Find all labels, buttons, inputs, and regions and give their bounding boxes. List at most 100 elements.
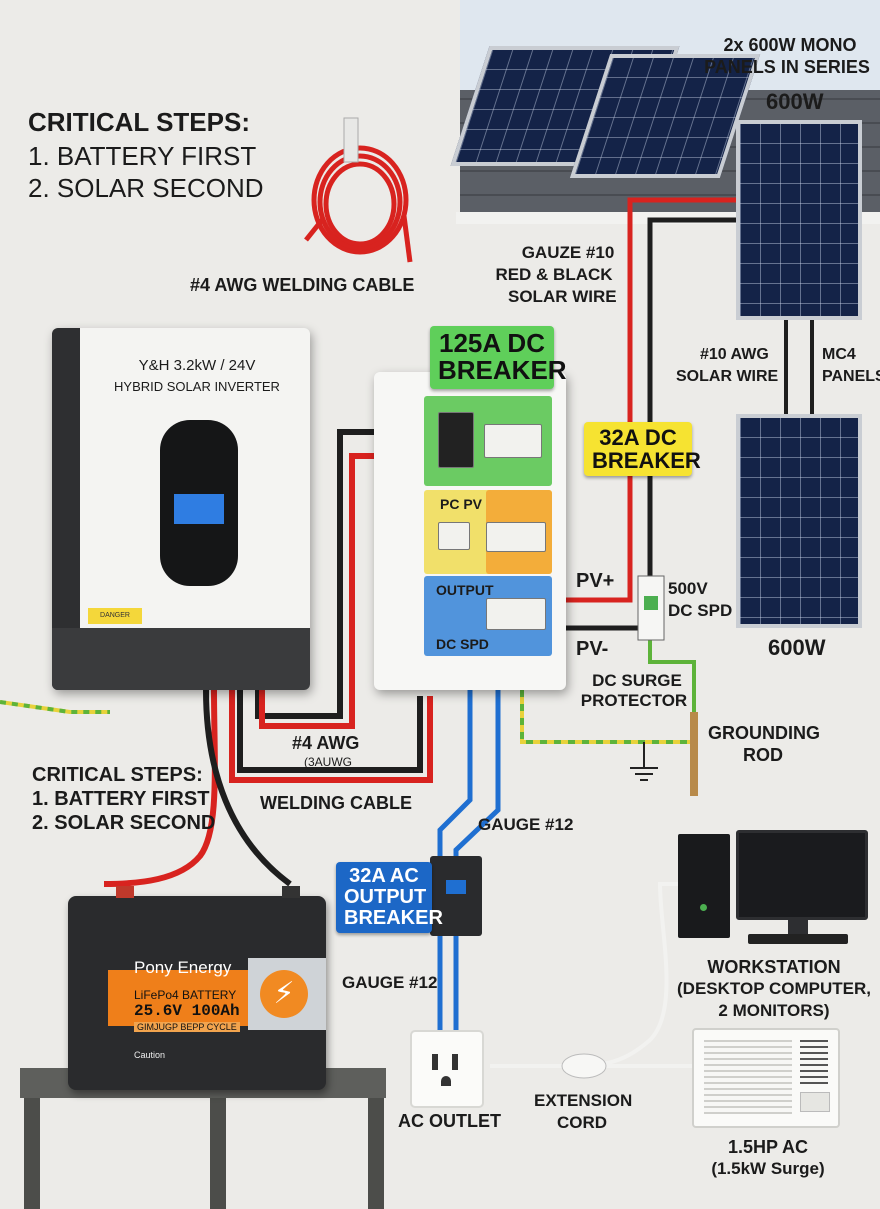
pv-plus-label: PV+ xyxy=(576,570,615,592)
gauge12-label-top: GAUGE #12 xyxy=(478,815,574,834)
pv-breaker-bank[interactable] xyxy=(486,522,546,552)
spd-ground-wire xyxy=(648,640,696,718)
inverter-lcd xyxy=(174,494,224,524)
awg10-label-1: #10 AWG xyxy=(700,346,769,363)
critical-step1-bottom: 1. BATTERY FIRST xyxy=(32,788,210,810)
inverter-subtitle: HYBRID SOLAR INVERTER xyxy=(114,379,280,394)
battery-black-cable xyxy=(237,690,423,773)
battery-brand: Pony Energy xyxy=(134,958,232,977)
solar-panel-bottom xyxy=(736,414,862,628)
battery-negative-terminal xyxy=(282,886,300,898)
pv-breaker[interactable] xyxy=(438,522,470,550)
inverter-combiner-black xyxy=(255,429,384,719)
battery-red-lead xyxy=(103,689,218,887)
gauze-label-1: GAUZE #10 xyxy=(521,243,615,262)
gauze-label-2: RED & BLACK xyxy=(495,265,613,284)
breaker-32a-ac-tag: 32A AC OUTPUT BREAKER xyxy=(336,862,443,933)
grounding-label-1: GROUNDING xyxy=(708,723,820,743)
inverter-ground-wire-stripe xyxy=(0,700,110,714)
ground-symbol xyxy=(630,742,658,781)
breaker-125a-tag: 125A DC BREAKER xyxy=(430,326,567,389)
outlet-slot-left xyxy=(432,1054,438,1070)
battery-bolt-icon: ⚡ xyxy=(260,970,308,1018)
battery-stand-leg-right xyxy=(368,1098,384,1209)
main-dc-breaker-switch[interactable] xyxy=(438,412,474,468)
panels-heading-2: PANELS IN SERIES xyxy=(704,57,870,77)
battery-code: GIMJUGP BEPP CYCLE xyxy=(134,1022,240,1032)
breaker-32a-dc-tag: 32A DC BREAKER xyxy=(584,422,701,477)
critical-step2-top: 2. SOLAR SECOND xyxy=(28,173,264,203)
ac-unit-label-2: (1.5kW Surge) xyxy=(711,1159,825,1178)
ac-output-breaker-body xyxy=(430,856,482,936)
panels-heading-1: 2x 600W MONO xyxy=(723,35,857,55)
workstation-label-1: WORKSTATION xyxy=(707,957,841,977)
combiner-box: PC PV OUTPUT DC SPD xyxy=(374,372,566,690)
battery-red-cable xyxy=(229,690,433,783)
usb-hub xyxy=(561,1053,607,1079)
battery-spec: 25.6V 100Ah xyxy=(134,1002,240,1020)
pv-red-wire xyxy=(566,197,700,603)
breaker-125a-line2: BREAKER xyxy=(438,355,567,386)
battery-stand-leg-mid xyxy=(210,1098,226,1209)
pv-black-wire xyxy=(647,217,720,578)
extension-label-1: EXTENSION xyxy=(534,1091,633,1110)
extension-cord xyxy=(490,882,680,1068)
solar-panel-top xyxy=(736,120,862,320)
gauge12-label-bottom: GAUGE #12 xyxy=(342,973,438,992)
awg4-label-1: #4 AWG xyxy=(292,733,360,753)
ac-unit-label-1: 1.5HP AC xyxy=(727,1137,809,1157)
ground-wire-stripe xyxy=(520,690,696,744)
mc4-label-2: PANELS xyxy=(822,368,880,385)
lifepo4-battery: Pony Energy LiFePo4 BATTERY 25.6V 100Ah … xyxy=(68,886,326,1090)
breaker-125a-line1: 125A DC xyxy=(439,328,545,358)
cable-hook xyxy=(343,117,359,163)
ac-output-breaker-window xyxy=(446,880,466,894)
grounding-rod xyxy=(690,712,698,796)
battery-positive-terminal xyxy=(116,886,134,898)
keyboard xyxy=(748,934,848,944)
surge-label-2: PROTECTOR xyxy=(580,691,688,710)
dc-breaker-bank[interactable] xyxy=(484,424,542,458)
panel-top-watt: 600W xyxy=(766,89,824,114)
critical-steps-title-top: CRITICAL STEPS: xyxy=(28,107,250,137)
awg4-label-3: WELDING CABLE xyxy=(260,793,412,813)
extension-label-2: CORD xyxy=(556,1113,608,1132)
inverter-warning-label: DANGER xyxy=(88,608,142,624)
zone-output-label: OUTPUT xyxy=(436,582,494,598)
surge-label-1: DC SURGE xyxy=(592,671,682,690)
gauze-label-3: SOLAR WIRE xyxy=(508,287,617,306)
breaker-32a-ac-line3: BREAKER xyxy=(344,907,443,929)
spd-label-1: 500V xyxy=(668,579,708,598)
battery-caution: Caution xyxy=(134,1050,166,1060)
ac-outlet[interactable] xyxy=(410,1030,484,1108)
battery-stand-leg-left xyxy=(24,1098,40,1209)
grounding-label-2: ROD xyxy=(743,745,783,765)
awg4-label-2: (3AUWG xyxy=(304,755,352,769)
monitor xyxy=(736,830,868,920)
critical-step1-top: 1. BATTERY FIRST xyxy=(28,141,257,171)
mc4-label-1: MC4 xyxy=(822,346,856,363)
inverter-control-panel[interactable] xyxy=(160,420,238,586)
workstation-label-3: 2 MONITORS) xyxy=(718,1001,830,1020)
tower-power-led xyxy=(700,904,707,911)
welding-cable-label-top: #4 AWG WELDING CABLE xyxy=(190,275,415,295)
critical-step2-bottom: 2. SOLAR SECOND xyxy=(32,812,216,834)
ac-control-panel xyxy=(800,1092,830,1112)
welding-cable-coil xyxy=(304,145,413,263)
critical-steps-title-bottom: CRITICAL STEPS: xyxy=(32,764,203,786)
panel-bottom-watt: 600W xyxy=(768,635,826,660)
ac-side-vent xyxy=(800,1040,828,1084)
spd-breaker-bank[interactable] xyxy=(486,598,546,630)
zone-pv-label: PC PV xyxy=(440,496,483,512)
breaker-32a-dc-line1: 32A DC xyxy=(599,425,677,450)
desktop-tower xyxy=(678,834,730,938)
breaker-32a-ac-line2: OUTPUT xyxy=(344,886,427,908)
outlet-ground-hole xyxy=(441,1076,451,1086)
hybrid-inverter: Y&H 3.2kW / 24V HYBRID SOLAR INVERTER DA… xyxy=(52,328,310,690)
ac-blue-wire-2 xyxy=(453,690,501,1030)
breaker-32a-ac-line1: 32A AC xyxy=(349,865,419,887)
inverter-combiner-red xyxy=(259,453,384,729)
spd-label-2: DC SPD xyxy=(668,601,733,620)
